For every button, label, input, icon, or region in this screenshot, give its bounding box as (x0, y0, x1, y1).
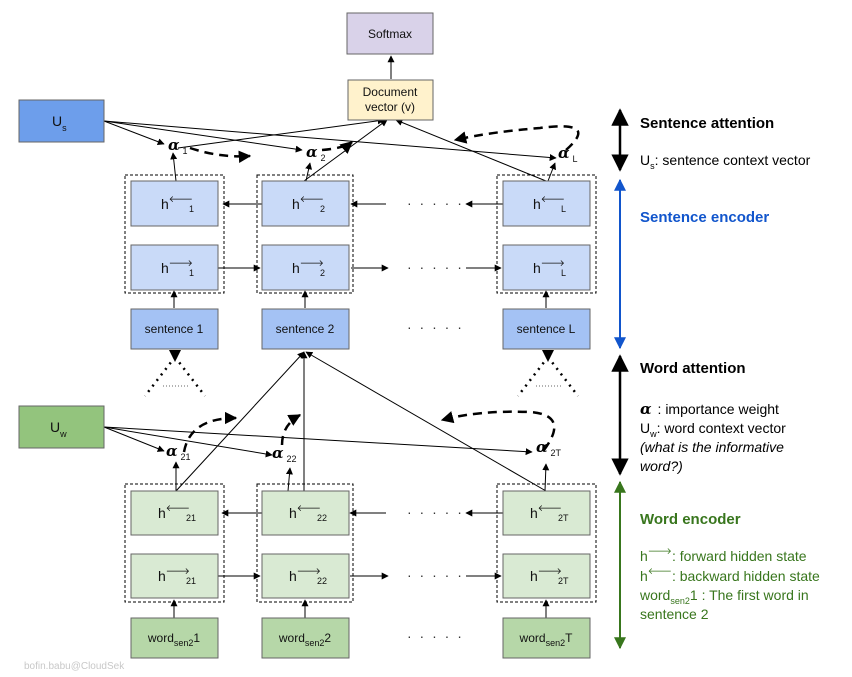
sentence-inputs: sentence 1 sentence 2 sentence L · · · ·… (130, 308, 591, 350)
sentence-L-label: sentence L (517, 322, 576, 336)
sentence-backward-states: h🡐1 h🡐2 h🡐L · · · · · (130, 180, 591, 227)
back-description: h🡐: backward hidden state (640, 566, 820, 584)
word-forward-states: h🡒21 h🡒22 h🡒2T · · · · · (130, 553, 591, 599)
word-attention-heading: Word attention (640, 360, 746, 377)
word-encoder-heading: Word encoder (640, 511, 741, 528)
sentence-encoder-heading: Sentence encoder (640, 209, 769, 226)
fwd-description: h🡒: forward hidden state (640, 546, 807, 564)
h-back-21: h🡐21 (158, 503, 196, 523)
word-backward-states: h🡐21 h🡐22 h🡐2T · · · · · (130, 490, 591, 536)
uw-node: Uw (18, 405, 105, 449)
word-description: wordsen21 : The first word in (639, 587, 809, 606)
h-back-2T: h🡐2T (530, 503, 569, 523)
ellipsis-words: · · · · · (407, 628, 464, 644)
sentence-attention-heading: Sentence attention (640, 115, 774, 132)
h-back-2: h🡐2 (292, 194, 325, 214)
ellipsis-word-back: · · · · · (407, 504, 464, 520)
legend-text: Sentence attention Us: sentence context … (639, 115, 820, 622)
h-fwd-21: h🡒21 (158, 566, 196, 586)
timestep-groups (124, 174, 597, 603)
us-description: Us: sentence context vector (640, 152, 811, 171)
softmax-label: Softmax (368, 27, 412, 41)
word-T-label: wordsen2T (519, 631, 574, 648)
us-label: Us (52, 113, 67, 133)
h-fwd-2: h🡒2 (292, 258, 325, 278)
uw-label: Uw (50, 419, 67, 439)
question-line2: word?) (640, 458, 683, 474)
connections (103, 55, 557, 618)
h-fwd-L: h🡒L (533, 258, 566, 278)
word-inputs: wordsen21 wordsen22 wordsen2T · · · · · (130, 617, 591, 659)
ellipsis-sentences: · · · · · (407, 319, 464, 335)
sentence-2-label: sentence 2 (276, 322, 335, 336)
ellipsis-sentence-back: · · · · · (407, 195, 464, 211)
uw-description: Uw: word context vector (640, 420, 786, 439)
alpha-description: α: importance weight (640, 400, 779, 418)
us-node: Us (18, 99, 105, 143)
ellipsis-word-fwd: · · · · · (407, 567, 464, 583)
h-fwd-2T: h🡒2T (530, 566, 569, 586)
doc-label-line1: Document (363, 85, 418, 99)
document-vector-node: Document vector (v) (347, 79, 434, 121)
watermark: bofin.babu@CloudSek (24, 661, 125, 672)
h-back-1: h🡐1 (161, 194, 194, 214)
word-2-label: wordsen22 (278, 631, 332, 648)
h-back-L: h🡐L (533, 194, 566, 214)
h-fwd-1: h🡒1 (161, 258, 194, 278)
question-line1: (what is the informative (640, 439, 784, 455)
doc-label-line2: vector (v) (365, 100, 415, 114)
sentence-forward-states: h🡒1 h🡒2 h🡒L · · · · · (130, 244, 591, 291)
sentence-1-label: sentence 1 (145, 322, 204, 336)
attention-curves (182, 125, 580, 453)
h-fwd-22: h🡒22 (289, 566, 327, 586)
word-description-line2: sentence 2 (640, 606, 709, 622)
ellipsis-sentence-fwd: · · · · · (407, 259, 464, 275)
h-back-22: h🡐22 (289, 503, 327, 523)
sentence-fan-ins (144, 350, 579, 397)
word-1-label: wordsen21 (147, 631, 201, 648)
softmax-node: Softmax (346, 12, 434, 55)
